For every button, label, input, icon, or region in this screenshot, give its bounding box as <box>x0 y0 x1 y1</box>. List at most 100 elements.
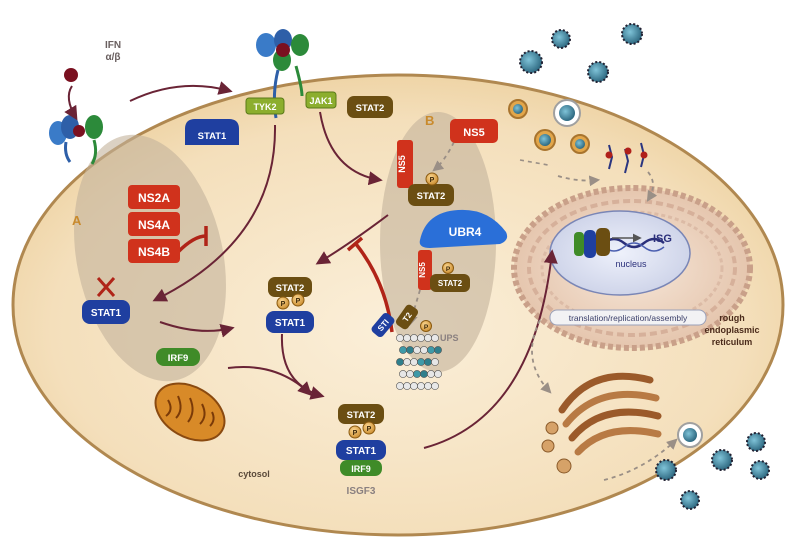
svg-text:STAT1: STAT1 <box>198 131 227 142</box>
svg-text:STAT1: STAT1 <box>346 446 377 457</box>
proteasome-subunit <box>406 346 414 354</box>
virions-extracellular <box>519 23 770 510</box>
proteasome-subunit <box>431 382 439 390</box>
svg-text:IRF9: IRF9 <box>351 464 371 474</box>
rough-er-label-1: rough <box>719 313 745 323</box>
ups-label: UPS <box>440 333 459 343</box>
proteasome-subunit <box>403 334 411 342</box>
isgf3-dna-stat2-icon <box>596 228 610 256</box>
proteasome-subunit <box>403 358 411 366</box>
svg-text:NS2A: NS2A <box>138 191 170 205</box>
proteasome-subunit <box>431 334 439 342</box>
proteasome-subunit <box>424 358 432 366</box>
proteasome-subunit <box>410 334 418 342</box>
stat-fragments: STI T2 P <box>371 304 432 338</box>
arrow-ns5-binding <box>432 141 455 172</box>
panel-label-a: A <box>72 213 82 228</box>
stat1-membrane: STAT1 <box>185 119 239 145</box>
isgf3-label: ISGF3 <box>347 486 376 497</box>
stat-dimer: STAT2 STAT1 P P <box>266 277 314 333</box>
svg-text:P: P <box>281 301 286 308</box>
proteasome-subunit <box>424 382 432 390</box>
svg-text:STAT2: STAT2 <box>356 103 385 114</box>
svg-text:IRF9: IRF9 <box>168 353 189 364</box>
mitochondrion-icon <box>154 382 226 442</box>
svg-text:P: P <box>424 324 429 331</box>
golgi-apparatus <box>558 372 662 456</box>
proteasome-subunit <box>413 346 421 354</box>
arrow-receptor-dimer <box>129 81 233 102</box>
rough-er-label-3: reticulum <box>712 337 753 347</box>
svg-text:UBR4: UBR4 <box>449 225 482 239</box>
svg-text:NS4A: NS4A <box>138 218 170 232</box>
inhibition-stat1-cross <box>96 277 116 297</box>
tyk2-kinase: TYK2 <box>245 97 285 115</box>
svg-text:NS4B: NS4B <box>138 245 170 259</box>
svg-text:STAT1: STAT1 <box>275 318 306 329</box>
svg-text:NS5: NS5 <box>397 155 407 173</box>
proteasome-subunit <box>413 370 421 378</box>
isg-label: ISG <box>653 233 672 245</box>
proteasome-subunit <box>410 358 418 366</box>
proteasome-subunit <box>410 382 418 390</box>
ns5-protein-top: NS5 <box>450 119 498 143</box>
proteasome-subunit <box>417 334 425 342</box>
svg-text:P: P <box>367 426 372 433</box>
nucleus-label: nucleus <box>615 259 647 269</box>
arrow-stat2-to-dimer <box>315 214 389 265</box>
stat2-membrane: STAT2 <box>347 96 393 118</box>
proteasome-subunit <box>396 334 404 342</box>
ns5-stat2-ubr4-complex: NS5 STAT2 P <box>418 250 470 292</box>
inhibition-ns4b <box>176 226 208 254</box>
svg-text:STAT2: STAT2 <box>438 279 463 288</box>
vesicle <box>545 421 559 435</box>
proteasome-subunit <box>424 334 432 342</box>
proteasome-subunit <box>427 346 435 354</box>
arrow-stat1-to-dimer <box>159 321 235 338</box>
proteasome-subunit <box>427 370 435 378</box>
svg-text:STAT2: STAT2 <box>347 410 376 421</box>
proteasome-subunit <box>399 370 407 378</box>
svg-text:NS5: NS5 <box>418 262 427 278</box>
arrow-ifn-binding <box>64 85 78 121</box>
proteasome-subunit <box>396 358 404 366</box>
panel-label-b: B <box>425 113 434 128</box>
proteasome-subunit <box>420 370 428 378</box>
proteasome-subunit <box>399 346 407 354</box>
arrow-tyk2-to-stat1 <box>152 124 277 302</box>
arrow-isgf3-to-nucleus <box>423 249 558 449</box>
proteasome-subunit <box>396 382 404 390</box>
arrow-irf9-to-isgf3 <box>227 366 312 396</box>
virions-endosome <box>508 99 590 154</box>
cytosol-label: cytosol <box>238 469 270 479</box>
arrow-jak1-to-stat2 <box>319 111 383 186</box>
ns5-stat2-complex: NS5 STAT2 P <box>397 140 454 206</box>
svg-text:P: P <box>296 298 301 305</box>
proteasome-subunit <box>417 358 425 366</box>
isgf3-complex: STAT2 STAT1 IRF9 P P <box>336 404 386 476</box>
ns4a-protein: NS4A <box>128 212 180 236</box>
proteasome-icon <box>396 334 442 390</box>
irf9-protein: IRF9 <box>156 348 200 366</box>
dna-icon <box>603 237 665 249</box>
isgf3-dna-stat1-icon <box>584 230 596 258</box>
nucleus <box>549 210 691 296</box>
svg-text:P: P <box>430 177 435 184</box>
ifn-label: IFN <box>105 40 121 51</box>
arrow-dimer-to-isgf3 <box>280 333 325 400</box>
svg-text:NS5: NS5 <box>463 127 484 139</box>
rough-er-label-2: endoplasmic <box>704 325 759 335</box>
svg-text:STAT2: STAT2 <box>276 283 305 294</box>
proteasome-subunit <box>403 382 411 390</box>
isgf3-dna-irf9-icon <box>574 232 584 256</box>
arrow-er-golgi <box>531 319 552 394</box>
ifn-subtype-label: α/β <box>105 52 120 63</box>
translation-label: translation/replication/assembly <box>569 313 688 323</box>
proteasome-subunit <box>431 358 439 366</box>
ns4b-protein: NS4B <box>128 239 180 263</box>
svg-text:P: P <box>353 430 358 437</box>
arrow-golgi-release <box>603 438 678 481</box>
proteasome-subunit <box>406 370 414 378</box>
ifn-receptor-left <box>49 115 103 165</box>
